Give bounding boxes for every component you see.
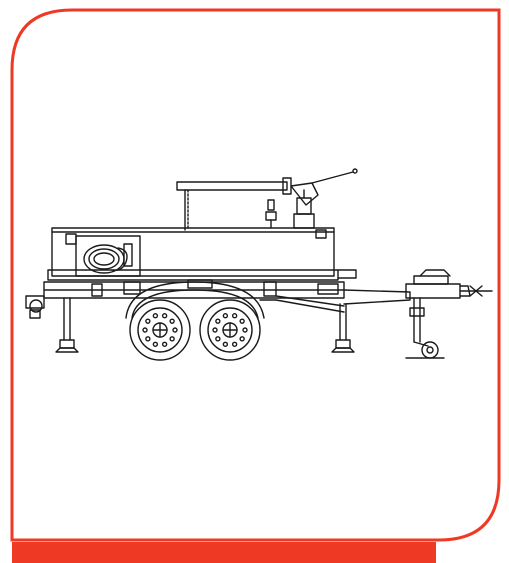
lug-bolt	[239, 318, 245, 324]
wheel-front	[199, 299, 261, 361]
crane-boom	[176, 168, 358, 231]
chassis-frame	[25, 269, 493, 319]
lug-bolt	[222, 341, 229, 347]
lug-bolt	[212, 327, 218, 333]
lug-bolt	[239, 336, 245, 342]
lug-bolt	[231, 341, 238, 347]
wheel-rear	[129, 299, 191, 361]
lug-bolt	[215, 318, 221, 324]
lug-bolt	[145, 318, 151, 324]
support-legs	[55, 297, 445, 359]
lug-bolt	[172, 327, 178, 333]
lug-bolt	[152, 341, 159, 347]
lug-bolt	[161, 313, 168, 319]
lug-bolt	[231, 313, 238, 319]
lug-bolt	[169, 318, 175, 324]
lug-bolt	[142, 327, 148, 333]
lug-bolt	[215, 336, 221, 342]
lug-bolt	[161, 341, 168, 347]
lug-bolt	[152, 313, 159, 319]
trailer-icon	[25, 168, 493, 361]
lug-bolt	[242, 327, 248, 333]
lug-bolt	[169, 336, 175, 342]
lug-bolt	[145, 336, 151, 342]
lug-bolt	[222, 313, 229, 319]
accent-footer-bar	[12, 542, 436, 563]
wheel-lug-bolts	[142, 313, 248, 347]
card-border	[10, 8, 501, 542]
tank-body	[47, 227, 357, 281]
